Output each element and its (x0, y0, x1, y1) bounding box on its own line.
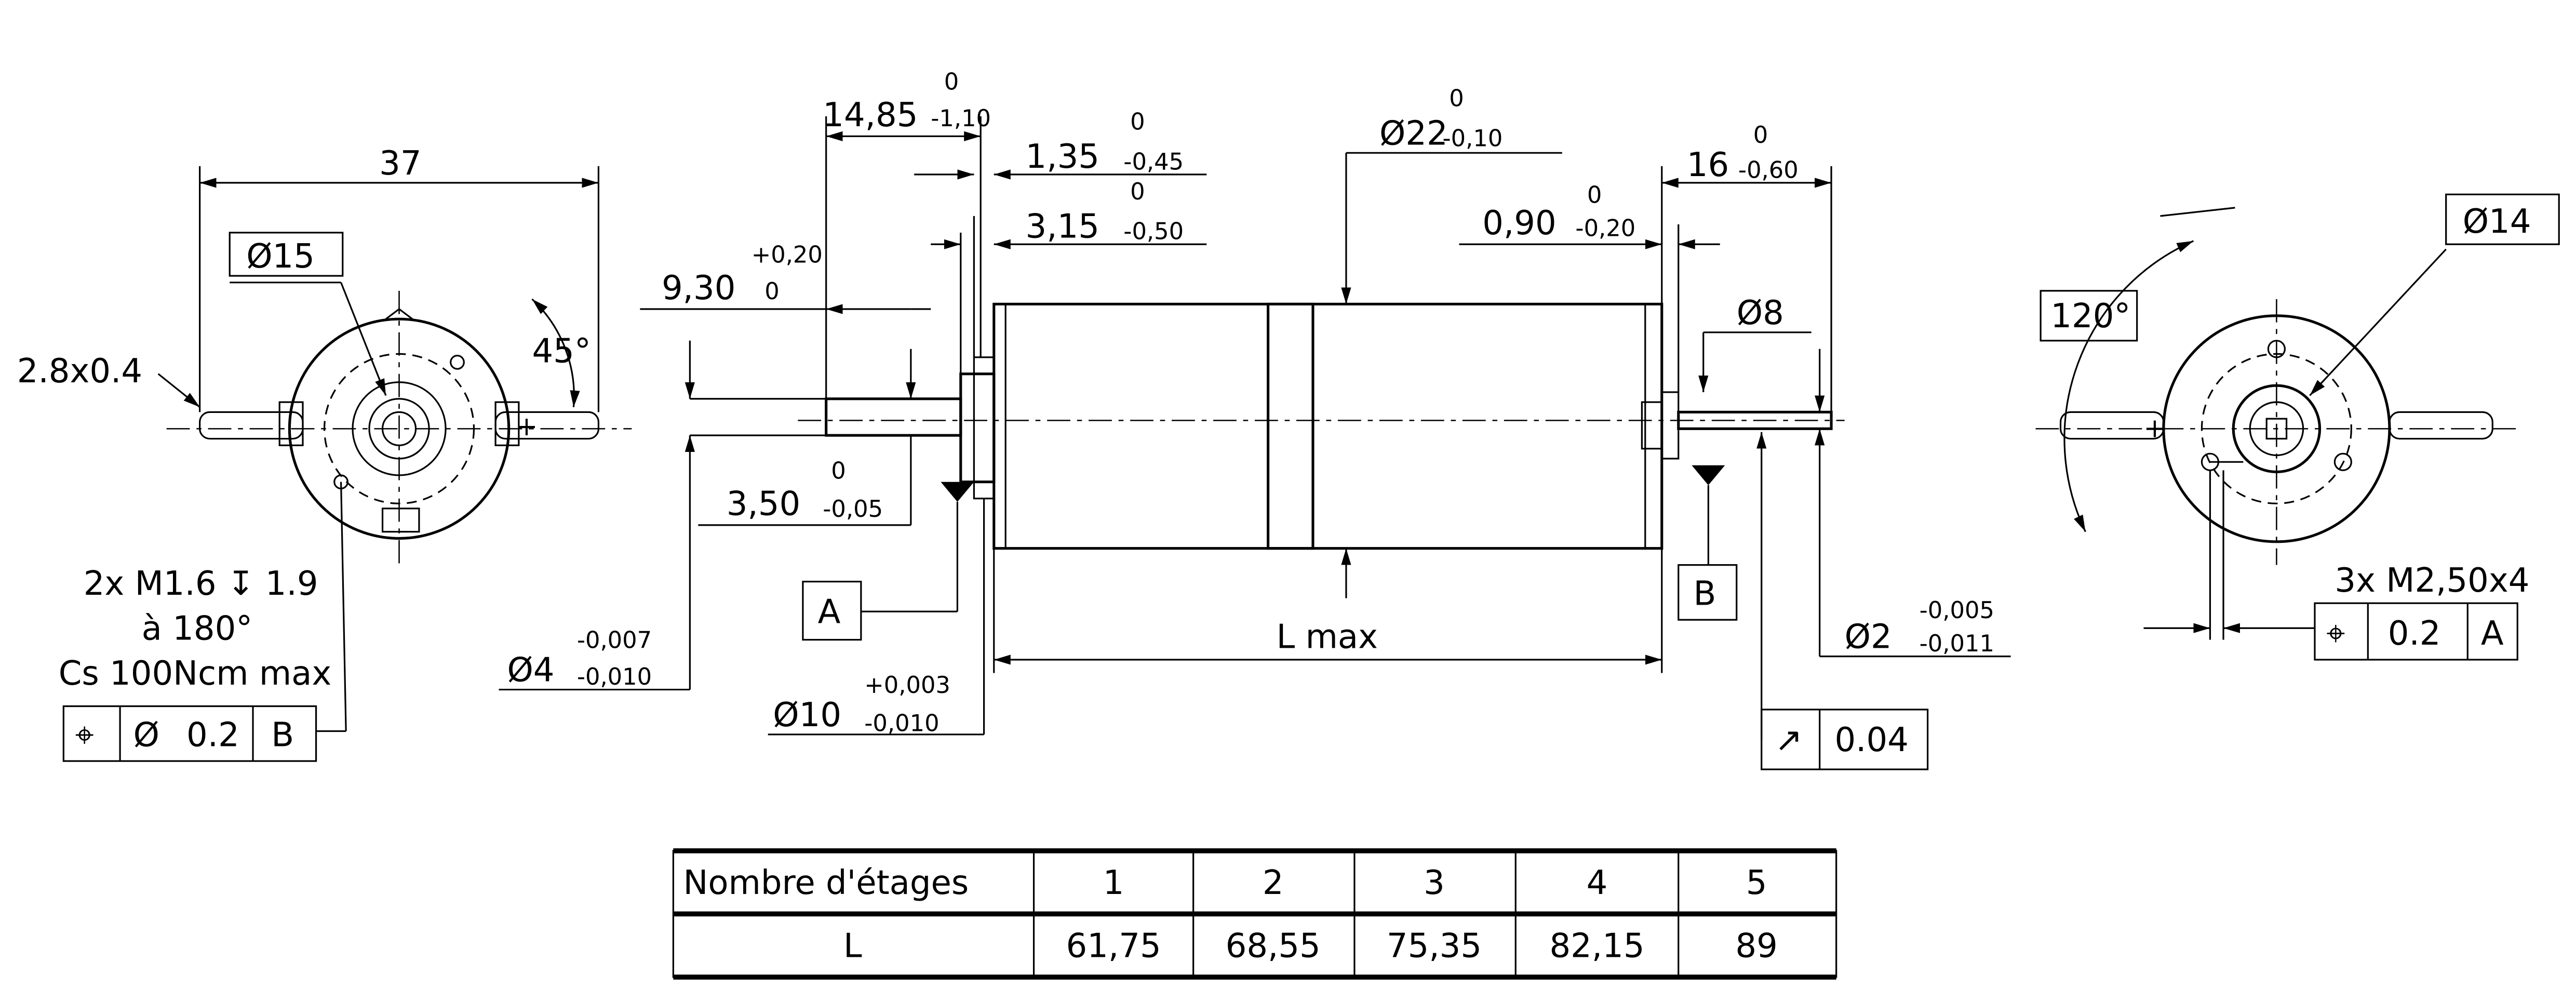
tol-upper: 0 (1130, 108, 1145, 136)
thread-note-1: 2x M1.6 ↧ 1.9 (84, 565, 318, 603)
dim-diameter-8: Ø8 (1737, 294, 1784, 332)
table-stage-cell: 3 (1424, 864, 1445, 902)
diameter-box (229, 232, 344, 277)
dim-14-85: 14,85 (823, 96, 918, 135)
thread-note-right: 3x M2,50x4 (2334, 562, 2529, 600)
feature-control-frame-left: ⌖ Ø 0.2 B (62, 705, 317, 762)
tol-upper: +0,003 (864, 671, 950, 699)
dim-3-50: 3,50 (727, 485, 800, 524)
tol-upper: 0 (1449, 85, 1464, 112)
thread-note-2: à 180° (142, 610, 253, 648)
tol-lower: -0,20 (1575, 214, 1635, 242)
gearbox-band (1267, 302, 1314, 550)
tol-upper: 0 (1587, 181, 1602, 208)
dim-length: L max (1277, 618, 1378, 657)
table-stage-cell: 5 (1746, 864, 1767, 902)
dim-3-15: 3,15 (1026, 207, 1099, 246)
datum-a: A (818, 593, 841, 632)
tol-upper: -0,007 (577, 626, 652, 654)
table-stage-cell: 4 (1587, 864, 1608, 902)
dim-diameter-2: Ø2 (1845, 618, 1892, 657)
dim-1-35: 1,35 (1026, 138, 1099, 176)
position-icon: ⌖ (2326, 614, 2345, 653)
dim-16: 16 (1687, 146, 1729, 184)
dim-diameter-15: Ø15 (246, 237, 315, 276)
stages-table: Nombre d'étages 1 2 3 4 5 L 61,75 68,55 … (672, 848, 1837, 980)
tol-lower: -0,010 (577, 663, 652, 690)
terminal-tab-right-right-view (2389, 411, 2493, 440)
angle-box (2040, 290, 2138, 342)
table-header-label: Nombre d'étages (683, 864, 969, 902)
fcf-datum: B (271, 716, 294, 754)
fcf-tolerance: 0.2 (186, 716, 239, 754)
svg-text:+: + (515, 411, 538, 442)
angle-120: 120° (2050, 297, 2130, 336)
tol-upper: 0 (1130, 178, 1145, 205)
tol-lower: 0 (764, 277, 779, 305)
output-shaft (825, 397, 962, 437)
motor-body (992, 302, 1663, 550)
table-stage-cell: 2 (1263, 864, 1284, 902)
dim-diameter-22: Ø22 (1379, 114, 1448, 153)
tol-upper: 0 (831, 457, 846, 484)
table-length-cell: 68,55 (1226, 927, 1321, 966)
flange (959, 372, 996, 484)
diameter-box-right (2445, 193, 2560, 245)
tol-upper: 0 (1753, 121, 1768, 149)
table-length-cell: 61,75 (1066, 927, 1161, 966)
dim-9-30: 9,30 (662, 269, 735, 308)
diameter-modifier: Ø (133, 716, 159, 754)
table-length-cell: 75,35 (1387, 927, 1482, 966)
dim-diameter-10: Ø10 (773, 696, 841, 734)
datum-b-box (1678, 564, 1738, 621)
side-view: 14,85 0 -1,10 1,35 0 -0,45 3,15 0 -0,50 … (499, 68, 2011, 770)
slot-dim: 2.8x0.4 (17, 352, 142, 391)
fcf-tolerance: 0.2 (2388, 614, 2441, 653)
tol-lower: -0,05 (823, 495, 883, 523)
tol-lower: -1,10 (931, 104, 991, 132)
runout-tolerance: 0.04 (1834, 721, 1908, 759)
fcf-datum: A (2481, 614, 2504, 653)
tol-lower: -0,011 (1920, 630, 1994, 657)
dim-0-90: 0,90 (1482, 204, 1556, 243)
tol-lower: -0,010 (864, 710, 939, 737)
tol-lower: -0,10 (1443, 125, 1503, 152)
table-row-label: L (843, 927, 862, 966)
dim-width: 37 (379, 144, 421, 183)
position-icon: ⌖ (75, 716, 94, 754)
tol-lower: -0,45 (1123, 148, 1184, 175)
runout-frame: ↗ 0.04 (1761, 709, 1929, 770)
tol-lower: -0,60 (1738, 156, 1799, 183)
thread-note-3: Cs 100Ncm max (59, 654, 331, 693)
tol-upper: 0 (944, 68, 959, 96)
table-length-cell: 82,15 (1549, 927, 1644, 966)
feature-control-frame-right: ⌖ 0.2 A (2314, 602, 2518, 661)
runout-icon: ↗ (1775, 721, 1803, 759)
datum-b: B (1694, 575, 1716, 613)
table-stage-cell: 1 (1103, 864, 1124, 902)
dim-diameter-14: Ø14 (2463, 203, 2531, 241)
front-view-left: + 37 Ø15 2.8x0.4 45° 2x M1.6 ↧ 1.9 à 180… (17, 144, 632, 762)
terminal-tab-left (199, 411, 304, 440)
tol-upper: -0,005 (1920, 596, 1994, 624)
tol-lower: -0,50 (1123, 218, 1184, 245)
table-length-cell: 89 (1735, 927, 1777, 966)
dim-diameter-4: Ø4 (507, 651, 554, 690)
tol-upper: +0,20 (752, 241, 823, 268)
datum-a-box (802, 581, 862, 641)
terminal-tab-right (494, 411, 600, 440)
front-view-right: + 120° Ø14 3x M2,50x4 ⌖ 0.2 A (2035, 193, 2560, 661)
